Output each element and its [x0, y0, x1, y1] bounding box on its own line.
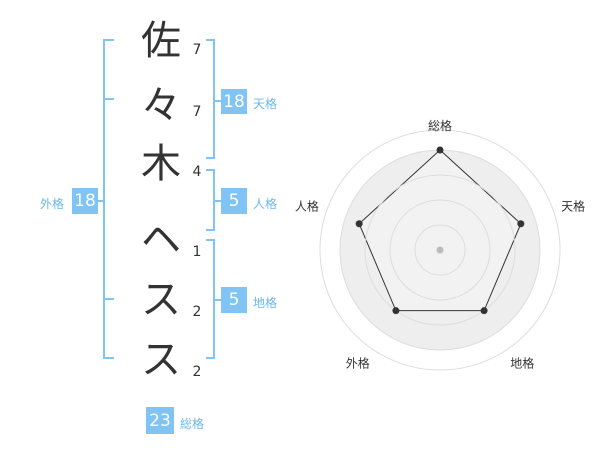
radar-axis-label-4: 外格 [346, 355, 370, 370]
stroke-count-4: 1 [192, 244, 202, 260]
name-char-4: ヘ [141, 217, 181, 263]
jinkaku-label: 人格 [253, 197, 278, 211]
stroke-count-5: 2 [192, 304, 202, 320]
tenkaku-bracket [206, 39, 215, 159]
radar-center-dot [436, 246, 444, 254]
jinkaku-badge: 5 [221, 188, 247, 214]
radar-point-1 [436, 146, 444, 154]
name-char-2: 々 [141, 83, 181, 129]
name-char-1: 佐 [141, 18, 181, 64]
tenkaku-badge: 18 [221, 89, 247, 114]
chikaku-label: 地格 [253, 296, 278, 310]
stroke-count-3: 4 [192, 164, 202, 180]
soukaku-badge: 23 [146, 407, 174, 434]
radar-point-4 [392, 307, 400, 315]
radar-point-5 [355, 220, 363, 228]
gaikaku-bracket [103, 39, 114, 359]
chikaku-badge: 5 [221, 287, 247, 313]
gaikaku-label: 外格 [40, 197, 65, 211]
radar-axis-label-2: 天格 [561, 199, 585, 214]
gaikaku-badge: 18 [72, 188, 98, 214]
radar-grid-ring [414, 224, 466, 276]
tenkaku-label: 天格 [253, 97, 278, 111]
stroke-count-2: 7 [192, 104, 202, 120]
stroke-count-1: 7 [192, 42, 202, 58]
name-char-3: 木 [141, 141, 181, 187]
radar-grid-ring [389, 199, 491, 301]
radar-axis-label-1: 総格 [428, 118, 452, 133]
name-char-5: ス [141, 277, 181, 323]
radar-outer-ring [319, 129, 561, 371]
soukaku-label: 総格 [180, 417, 205, 431]
stroke-count-6: 2 [192, 364, 202, 380]
radar-point-3 [480, 307, 488, 315]
radar-axis-label-5: 人格 [295, 199, 319, 214]
name-char-6: ス [141, 337, 181, 383]
radar-point-2 [517, 220, 525, 228]
radar-data-polygon [358, 149, 522, 312]
radar-axis-label-3: 地格 [510, 355, 534, 370]
radar-grid-ring [364, 174, 516, 326]
